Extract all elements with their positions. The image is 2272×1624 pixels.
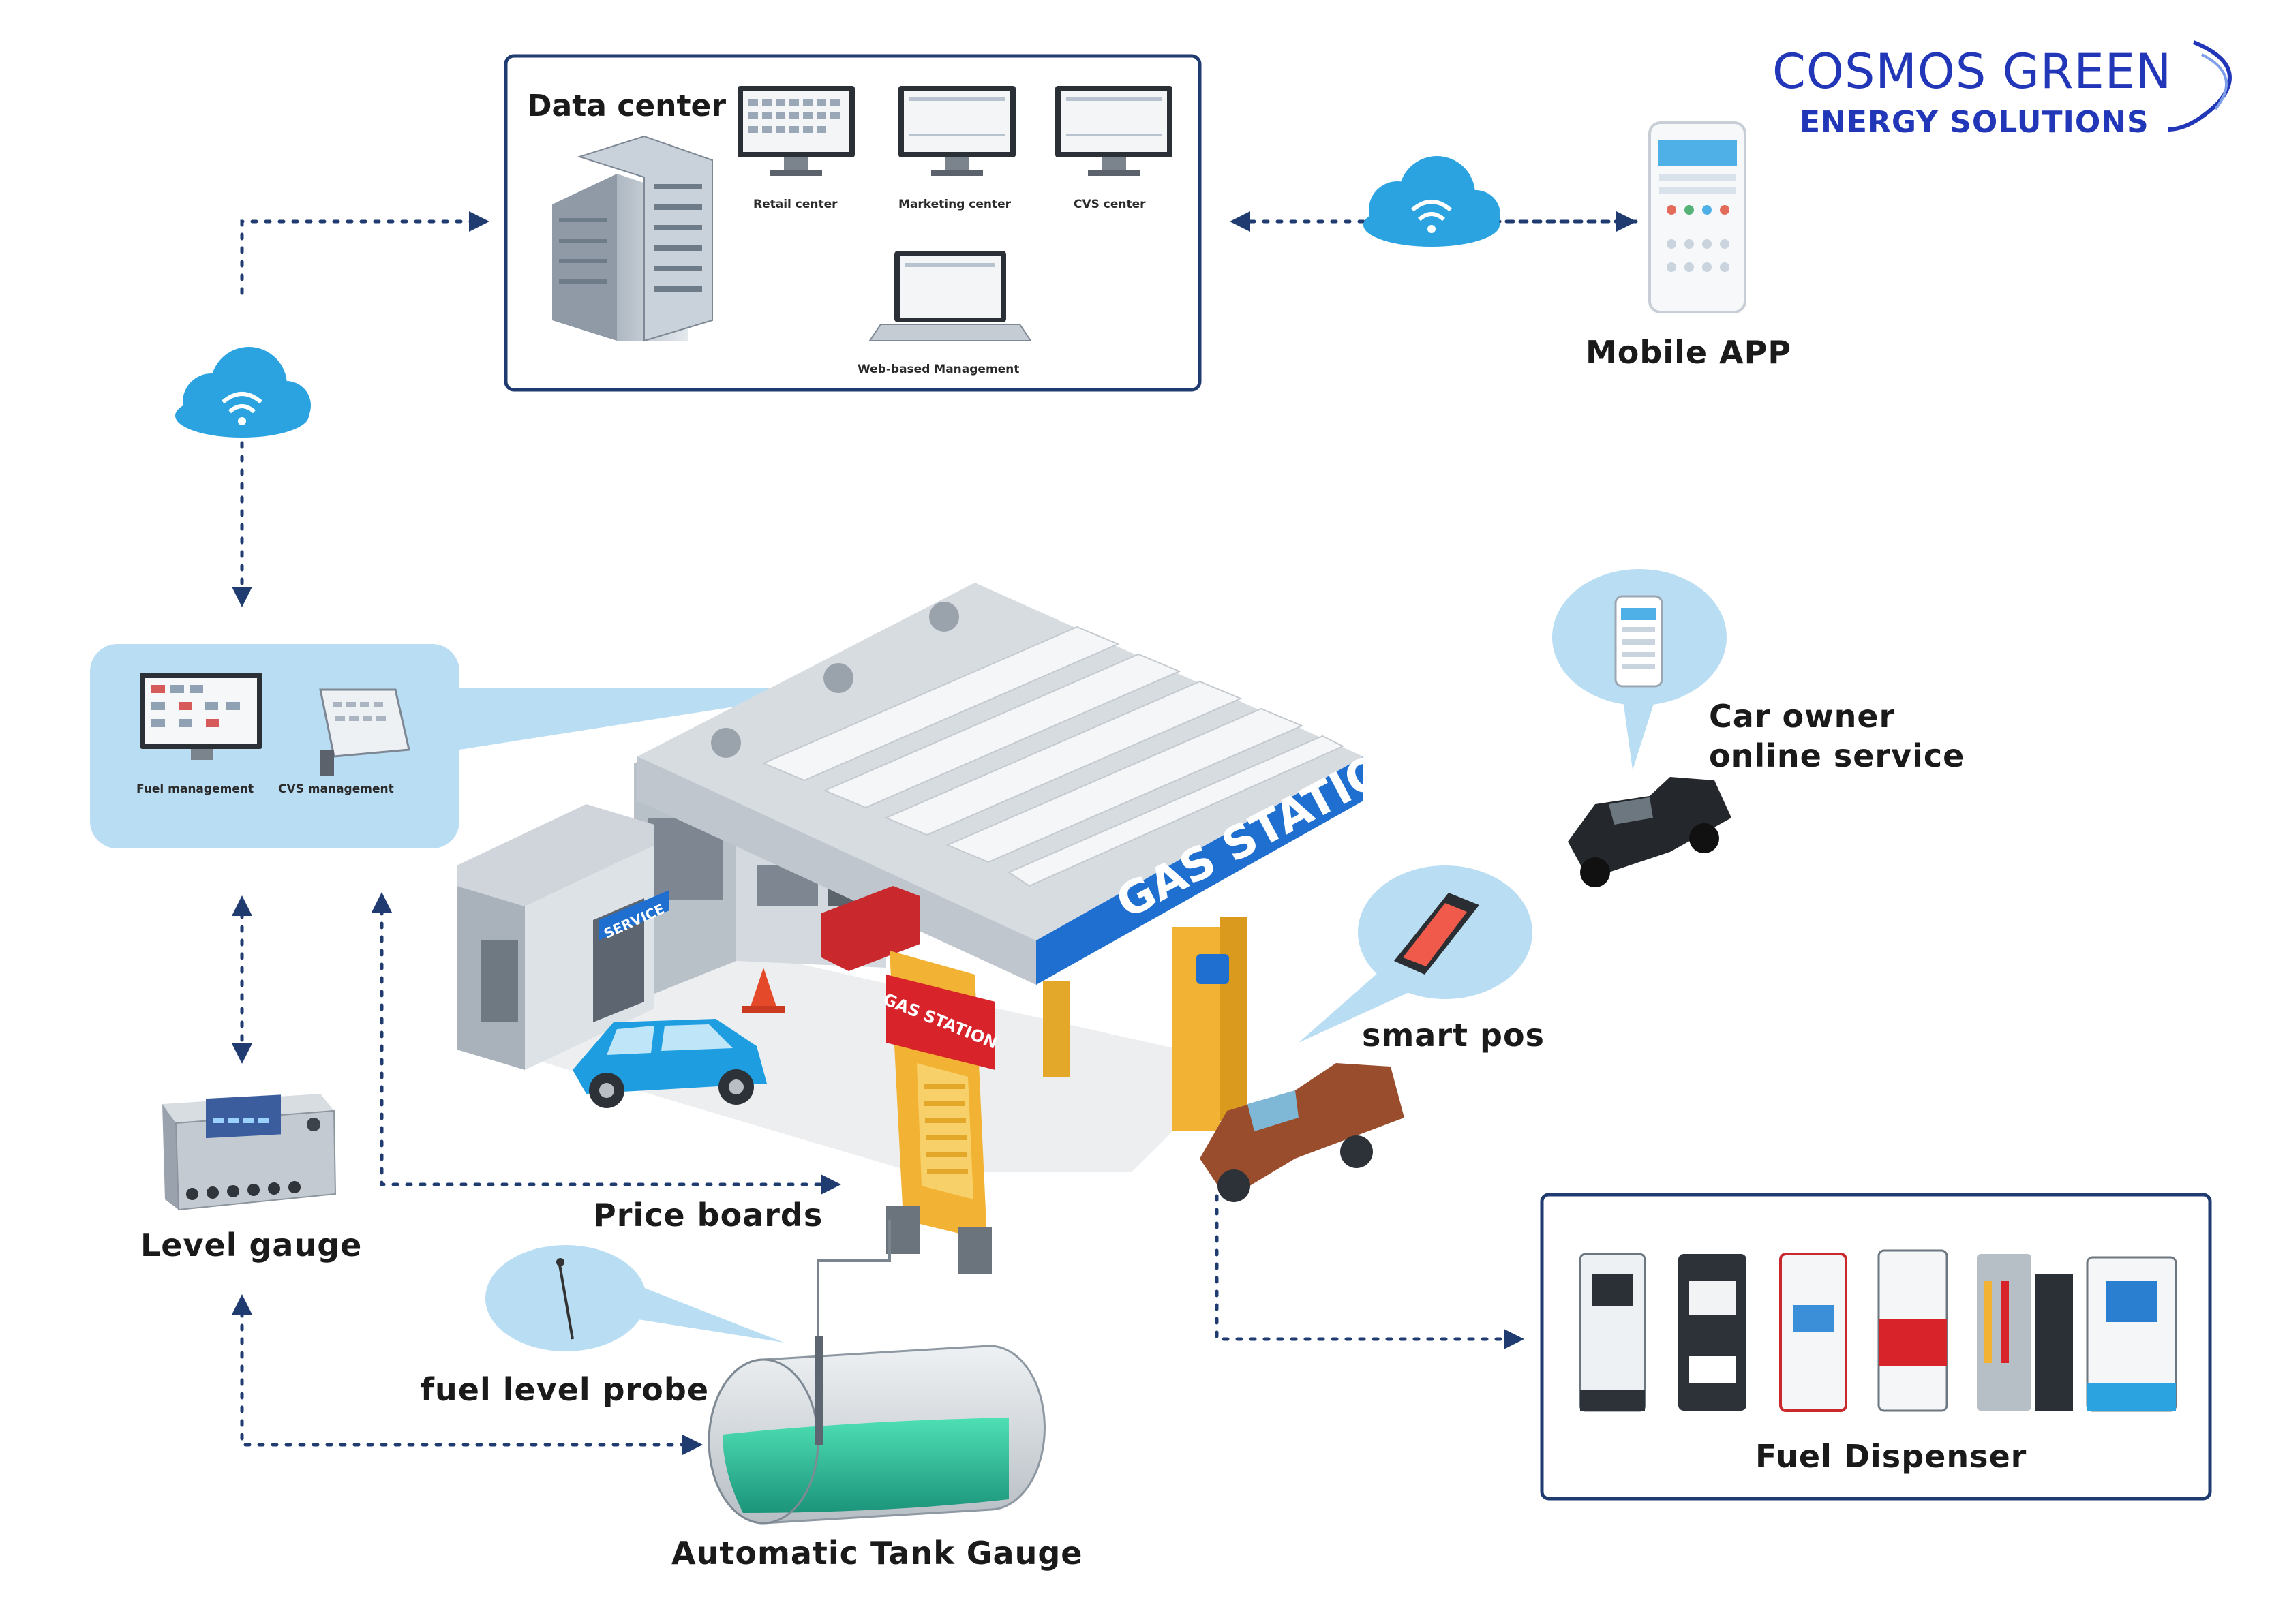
- connector-datacenter-left: [240, 211, 489, 295]
- automatic-tank-gauge-label: Automatic Tank Gauge: [671, 1535, 1083, 1572]
- brand-name-line2: ENERGY SOLUTIONS: [1800, 105, 2149, 140]
- smart-pos-label: smart pos: [1362, 1017, 1545, 1054]
- monitor-icon-cvs: [1055, 86, 1172, 176]
- cloud-icon-right: [1363, 156, 1500, 247]
- brand-swoosh-logo: [2167, 40, 2232, 132]
- cvs-management-label: CVS management: [278, 782, 394, 796]
- generator-box: [821, 886, 920, 971]
- monitor-icon-retail: [738, 86, 855, 176]
- price-board-pylon: [886, 951, 995, 1274]
- dispenser-icon-1: [1579, 1253, 1646, 1412]
- car-owner-label-line2: online service: [1709, 737, 1965, 774]
- connector-lines: [232, 211, 1638, 1455]
- black-pickup-truck: [1568, 777, 1731, 887]
- dispenser-icon-6: [2086, 1256, 2177, 1412]
- dispenser-icon-3: [1779, 1253, 1847, 1412]
- canopy-pillars: [1043, 917, 1247, 1131]
- mobile-app-label: Mobile APP: [1586, 334, 1792, 371]
- connector-levelgauge-tank: [232, 1294, 703, 1455]
- fuel-level-probe-label: fuel level probe: [421, 1371, 710, 1408]
- canopy-roof: [637, 583, 1363, 985]
- smart-pos-bubble: [1299, 865, 1532, 1043]
- level-gauge-device: [162, 1094, 337, 1211]
- monitor-icon-marketing: [898, 86, 1016, 176]
- fuel-management-label: Fuel management: [136, 782, 254, 796]
- laptop-icon-web: [868, 251, 1032, 341]
- brown-pickup-truck: [1200, 1063, 1404, 1202]
- marketing-center-label: Marketing center: [898, 198, 1012, 211]
- probe-pipe: [817, 1220, 891, 1349]
- gas-station-illustration: [457, 583, 1404, 1349]
- underground-tank: [708, 1336, 1046, 1525]
- mobile-phone-icon: [1648, 121, 1746, 313]
- data-center-box: [504, 54, 1202, 392]
- retail-center-label: Retail center: [753, 198, 838, 211]
- traffic-cone: [742, 968, 785, 1013]
- level-gauge-label: Level gauge: [140, 1227, 363, 1263]
- fuel-dispenser-label: Fuel Dispenser: [1755, 1438, 2027, 1475]
- brand-name-line1: COSMOS GREEN: [1772, 44, 2172, 99]
- dispenser-icon-4: [1877, 1249, 1948, 1412]
- dispenser-icon-2: [1678, 1254, 1746, 1411]
- web-management-label: Web-based Management: [858, 363, 1020, 376]
- blue-car: [573, 1019, 767, 1108]
- dispenser-icon-5: [1977, 1254, 2073, 1411]
- connector-dispensers: [1215, 1194, 1524, 1349]
- fuel-dispenser-box: [1540, 1193, 2212, 1501]
- connector-price-boards: [372, 892, 841, 1195]
- office-building-icon: [552, 135, 713, 342]
- price-boards-label: Price boards: [593, 1197, 823, 1234]
- data-center-title: Data center: [527, 89, 727, 123]
- cvs-center-label: CVS center: [1074, 198, 1146, 211]
- cloud-icon-left: [175, 347, 311, 438]
- car-owner-label-line1: Car owner: [1709, 698, 1896, 735]
- car-owner-bubble: [1552, 569, 1727, 770]
- pos-terminal-icon: [319, 688, 410, 776]
- monitor-icon-fuel: [140, 673, 262, 760]
- probe-bubble: [485, 1245, 784, 1351]
- service-shop: [457, 804, 669, 1070]
